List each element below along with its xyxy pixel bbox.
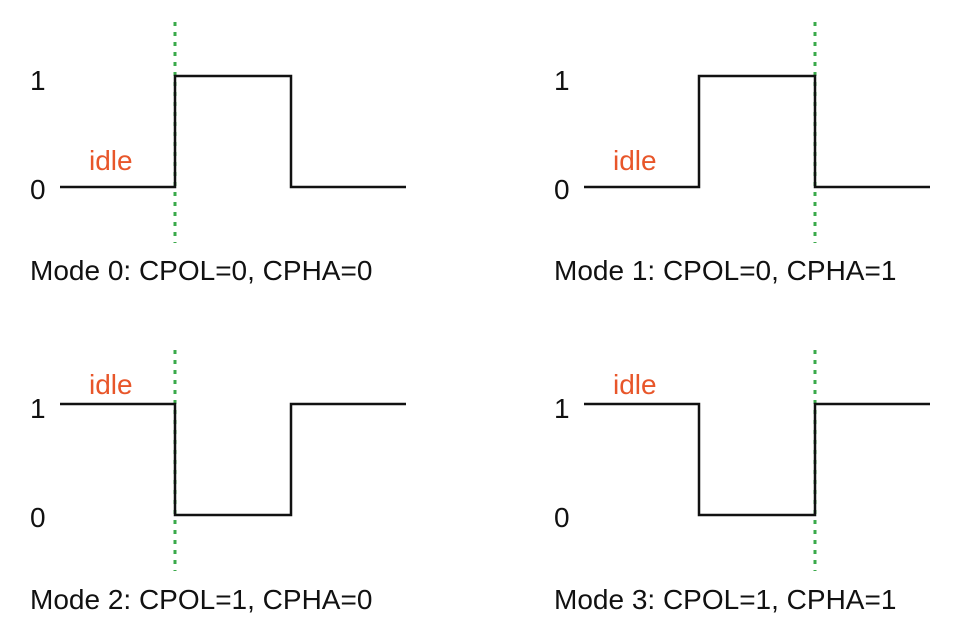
idle-label: idle [613, 369, 657, 400]
level-low-label: 0 [30, 174, 46, 205]
clock-waveform [584, 74, 930, 189]
level-low-label: 0 [554, 502, 570, 533]
idle-label: idle [89, 369, 133, 400]
mode-panel-2: 1 0 idle Mode 2: CPOL=1, CPHA=0 [30, 350, 406, 615]
level-high-label: 1 [554, 65, 570, 96]
level-high-label: 1 [30, 65, 46, 96]
mode-caption: Mode 0: CPOL=0, CPHA=0 [30, 255, 372, 286]
mode-panel-0: 1 0 idle Mode 0: CPOL=0, CPHA=0 [30, 22, 406, 286]
mode-caption: Mode 1: CPOL=0, CPHA=1 [554, 255, 896, 286]
level-low-label: 0 [30, 502, 46, 533]
level-high-label: 1 [554, 393, 570, 424]
level-high-label: 1 [30, 393, 46, 424]
mode-caption: Mode 2: CPOL=1, CPHA=0 [30, 584, 372, 615]
level-low-label: 0 [554, 174, 570, 205]
clock-waveform [584, 402, 930, 517]
idle-label: idle [89, 145, 133, 176]
mode-caption: Mode 3: CPOL=1, CPHA=1 [554, 584, 896, 615]
mode-panel-1: 1 0 idle Mode 1: CPOL=0, CPHA=1 [554, 22, 930, 286]
idle-label: idle [613, 145, 657, 176]
mode-panel-3: 1 0 idle Mode 3: CPOL=1, CPHA=1 [554, 350, 930, 615]
clock-waveform [60, 402, 406, 517]
clock-waveform [60, 74, 406, 189]
